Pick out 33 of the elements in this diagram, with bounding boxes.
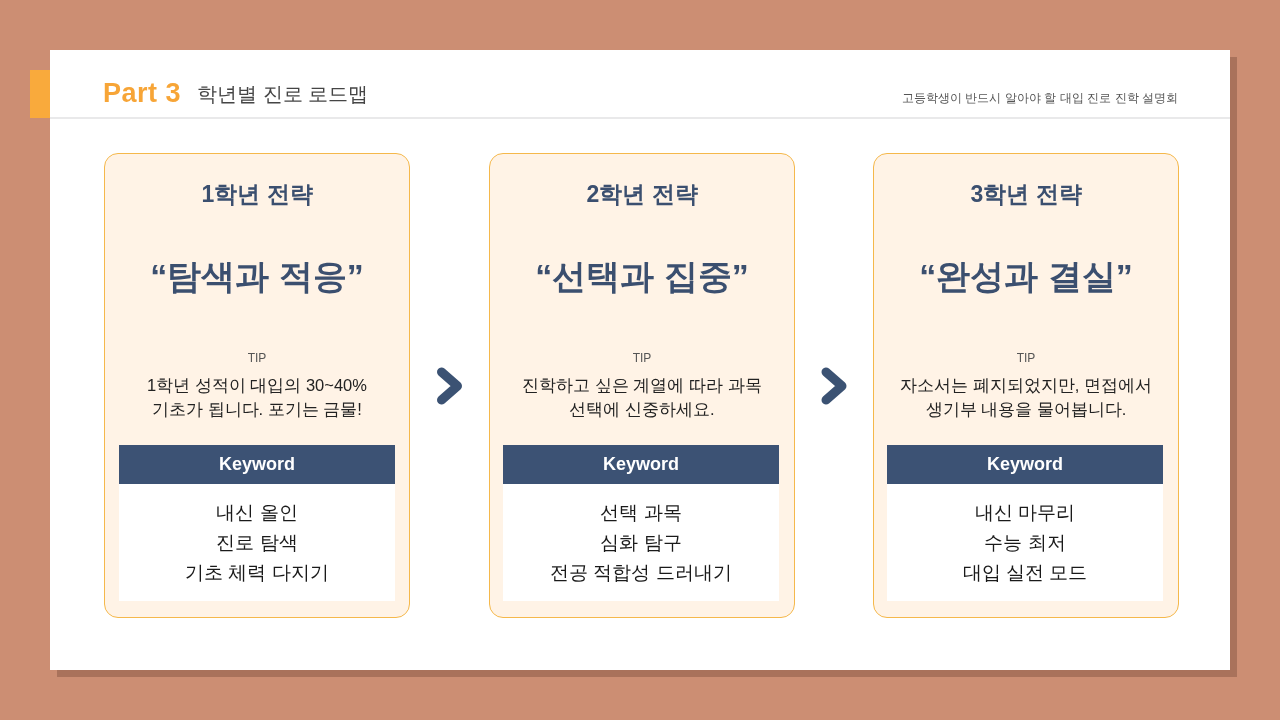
- card-heading: 2학년 전략: [586, 180, 698, 209]
- tip-text: 1학년 성적이 대입의 30~40% 기초가 됩니다. 포기는 금물!: [146, 375, 368, 420]
- slide-title: 학년별 진로 로드맵: [197, 82, 369, 107]
- keyword-text: 내신 올인: [216, 501, 298, 525]
- keyword-text: 선택 과목: [600, 501, 682, 525]
- card-heading: 3학년 전략: [970, 180, 1082, 209]
- quote-heading: “탐색과 적응”: [150, 256, 364, 297]
- tip-label: TIP: [247, 350, 267, 366]
- keyword-header: Keyword: [119, 445, 395, 484]
- keyword-header: Keyword: [503, 445, 779, 484]
- tip-label: TIP: [1016, 350, 1036, 366]
- tip-text: 자소서는 폐지되었지만, 면접에서 생기부 내용을 물어봅니다.: [899, 375, 1153, 420]
- keyword-text: 내신 마무리: [974, 501, 1076, 525]
- keyword-list-box: [503, 484, 779, 601]
- keyword-text: 대입 실전 모드: [962, 561, 1088, 585]
- strategy-card: [489, 153, 795, 618]
- card-heading: 1학년 전략: [201, 180, 313, 209]
- keyword-text: 기초 체력 다지기: [185, 561, 329, 585]
- tip-text: 진학하고 싶은 계열에 따라 과목 선택에 신중하세요.: [521, 375, 763, 420]
- quote-heading: “완성과 결실”: [919, 256, 1133, 297]
- keyword-text: 진로 탐색: [216, 531, 298, 555]
- part-label: Part 3: [103, 77, 182, 109]
- keyword-text: 전공 적합성 드러내기: [550, 561, 732, 585]
- quote-heading: “선택과 집중”: [535, 256, 749, 297]
- tip-label: TIP: [632, 350, 652, 366]
- strategy-card: [104, 153, 410, 618]
- keyword-list-box: [119, 484, 395, 601]
- strategy-card: [873, 153, 1179, 618]
- slide-subtitle: 고등학생이 반드시 알아야 할 대입 진로 진학 설명회: [902, 90, 1178, 107]
- keyword-header: Keyword: [887, 445, 1163, 484]
- keyword-list-box: [887, 484, 1163, 601]
- keyword-text: 심화 탐구: [600, 531, 682, 555]
- keyword-text: 수능 최저: [984, 531, 1066, 555]
